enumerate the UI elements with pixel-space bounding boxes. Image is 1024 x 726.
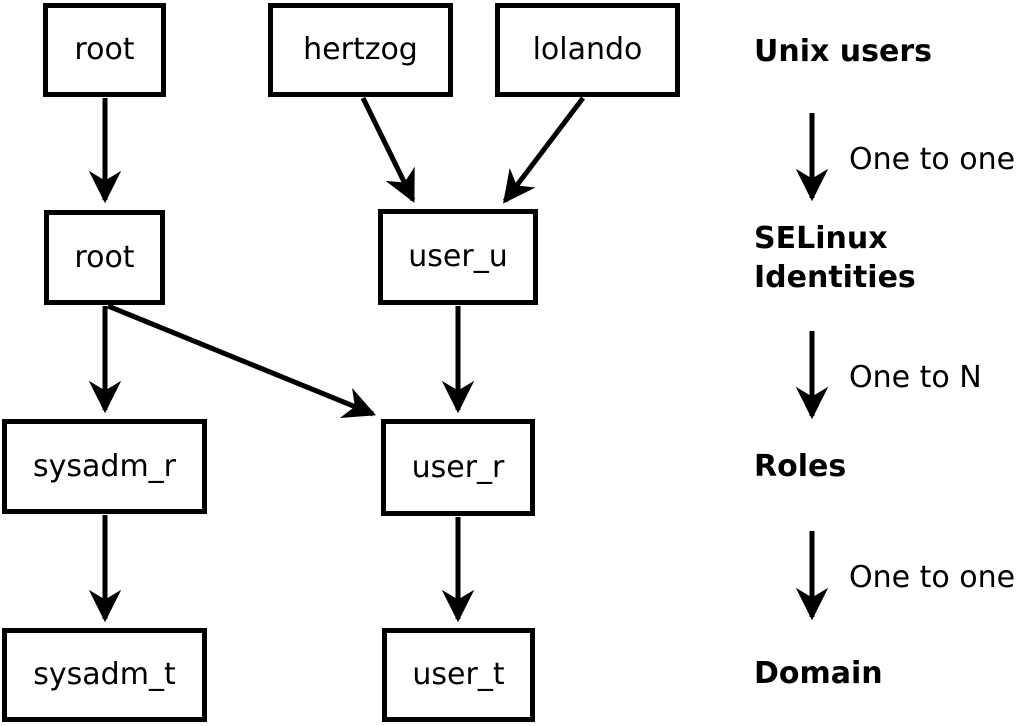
node-selinux-user-u: user_u <box>378 209 538 305</box>
arrow-lolando-to-user-u <box>503 96 585 204</box>
legend-relation-one-to-n: One to N <box>849 360 982 395</box>
node-unix-lolando: lolando <box>495 3 680 97</box>
node-selinux-root-label: root <box>74 239 135 275</box>
node-domain-user-t-label: user_t <box>412 657 505 692</box>
legend-level-unix-users: Unix users <box>754 34 933 69</box>
legend-level-roles: Roles <box>754 449 847 484</box>
node-domain-user-t: user_t <box>382 628 535 722</box>
node-unix-hertzog: hertzog <box>268 3 453 97</box>
legend-relation-one-to-one-1: One to one <box>849 142 1016 177</box>
node-unix-root: root <box>43 3 166 97</box>
node-role-user-r-label: user_r <box>411 449 505 485</box>
legend-level-domain: Domain <box>754 656 883 691</box>
arrow-hertzog-to-user-u <box>360 96 416 203</box>
node-domain-sysadm-t: sysadm_t <box>2 628 207 722</box>
node-role-sysadm-r: sysadm_r <box>2 419 207 514</box>
node-domain-sysadm-t-label: sysadm_t <box>33 657 176 692</box>
node-role-sysadm-r-label: sysadm_r <box>33 448 176 484</box>
node-selinux-root: root <box>44 210 165 305</box>
node-selinux-user-u-label: user_u <box>408 239 508 274</box>
node-role-user-r: user_r <box>381 419 535 516</box>
arrow-root-to-user-r <box>107 303 377 419</box>
node-unix-lolando-label: lolando <box>532 32 643 67</box>
node-unix-root-label: root <box>74 32 135 67</box>
node-unix-hertzog-label: hertzog <box>303 32 418 67</box>
legend-relation-one-to-one-2: One to one <box>849 560 1016 595</box>
legend-level-selinux-identities: SELinux Identities <box>754 221 916 295</box>
